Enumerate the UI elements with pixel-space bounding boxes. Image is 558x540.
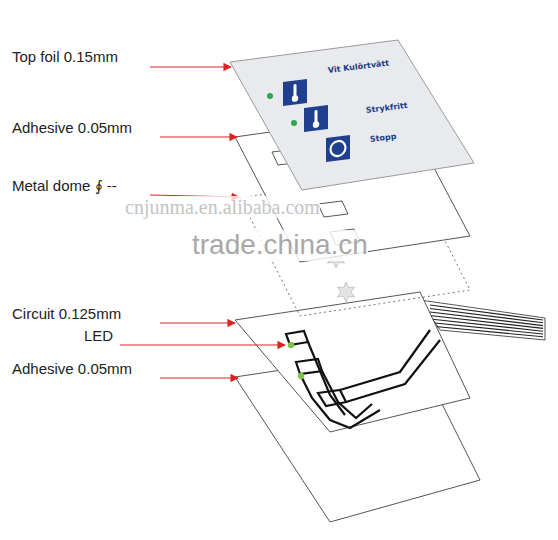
circuit-traces (286, 330, 440, 428)
layer-label: Metal dome ∮ -- (12, 178, 117, 195)
layer-label: Circuit 0.125mm (12, 306, 121, 323)
top-foil: Vit KulörtvättStrykfrittStopp (228, 36, 478, 194)
layer-label: Adhesive 0.05mm (12, 361, 132, 378)
top-foil-outline (228, 36, 478, 194)
watermark: cnjunma.en.alibaba.com (125, 196, 320, 218)
layer-label: Adhesive 0.05mm (12, 120, 132, 137)
circuit-layer (235, 292, 470, 432)
led-dot (298, 373, 304, 379)
watermark: trade.china.cn (192, 230, 368, 261)
led-dot (288, 342, 294, 348)
part-label: LED (84, 328, 113, 345)
layer-label: Top foil 0.15mm (12, 49, 118, 66)
